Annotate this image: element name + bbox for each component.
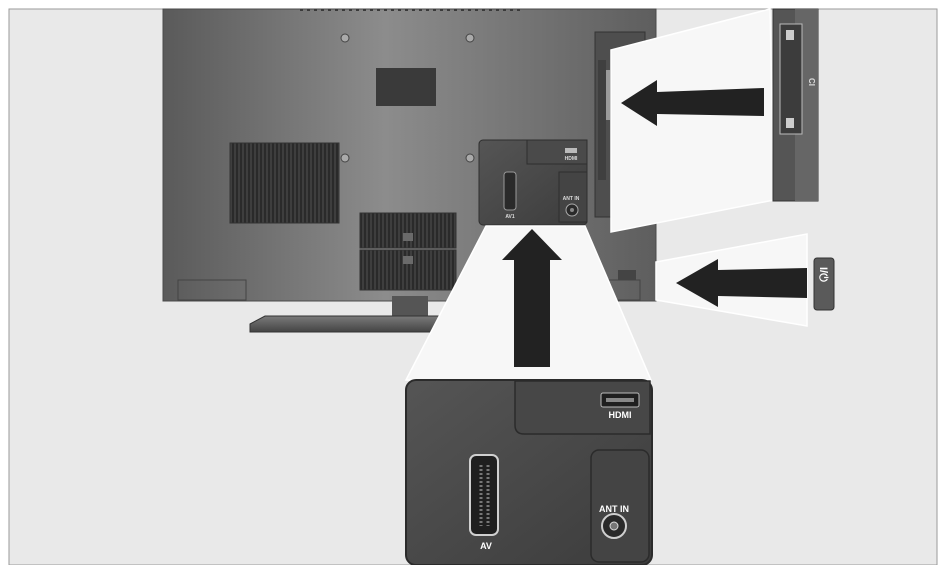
ant-small-label: ANT IN (563, 196, 580, 202)
connection-panel-large: HDMI ANT IN AV (405, 379, 653, 566)
connection-panel-small: HDMI ANT IN AV1 (478, 139, 588, 226)
ci-slot-detail: CI (772, 8, 819, 202)
ant-in-label: ANT IN (599, 504, 629, 514)
arrow-icon (502, 229, 562, 367)
arrow-icon (621, 80, 764, 126)
center-grille (359, 212, 457, 249)
av-scart-port[interactable]: AV (469, 454, 499, 551)
av-label: AV (480, 541, 492, 551)
ant-in-socket[interactable]: ANT IN (599, 504, 629, 539)
hdmi-small-label: HDMI (565, 156, 578, 162)
label-plate (376, 68, 436, 106)
mount-screw (465, 33, 475, 43)
mount-screw (465, 153, 475, 163)
speaker-grille (229, 142, 340, 224)
mount-screw (340, 153, 350, 163)
arrow-icon (676, 259, 807, 307)
power-switch-label: I/⏻ (817, 267, 830, 282)
av-small-label: AV1 (505, 214, 515, 220)
scart-connector-icon (469, 454, 499, 536)
power-switch-detail[interactable]: I/⏻ (813, 257, 835, 311)
hdmi-label: HDMI (609, 410, 632, 420)
mount-screw (340, 33, 350, 43)
hdmi-port[interactable]: HDMI (600, 392, 640, 420)
ci-slot-label: CI (807, 78, 816, 86)
